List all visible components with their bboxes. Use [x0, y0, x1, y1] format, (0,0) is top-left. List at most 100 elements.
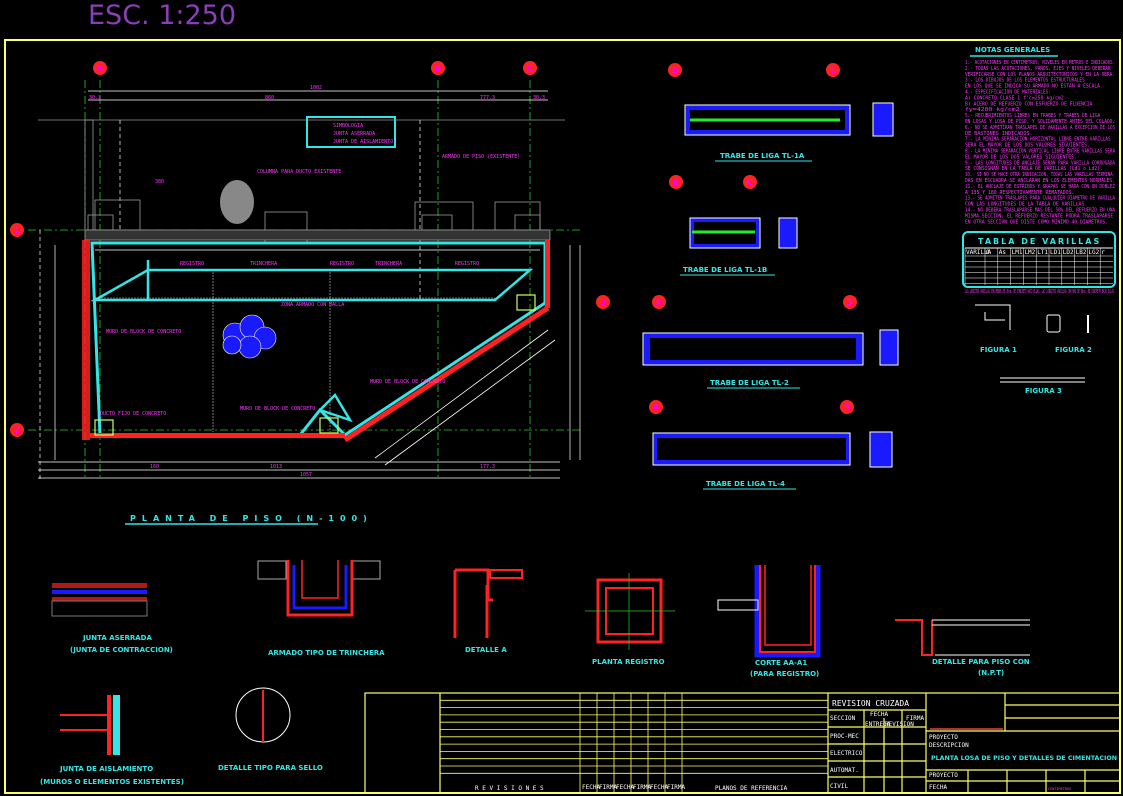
dimension-lines	[38, 90, 581, 480]
note-line: 11.- EL ANCLAJE DE ESTRIBOS Y GRAPAS SE …	[965, 184, 1115, 190]
detail-title: DETALLE PARA PISO CON	[932, 658, 1030, 666]
detail-title: PLANTA REGISTRO	[592, 658, 665, 666]
grid-bubble-3: 3	[596, 295, 610, 309]
detail-planta-registro: PLANTA REGISTRO	[585, 573, 675, 666]
dim-text: 777.3	[480, 95, 495, 101]
figure-title: FIGURA 3	[1025, 387, 1062, 395]
revisiones-label: R E V I S I O N E S	[475, 785, 544, 792]
table-header: LG2	[1088, 249, 1099, 256]
beam-title: TRABE DE LIGA TL-4	[706, 480, 785, 488]
detail-sello: DETALLE TIPO PARA SELLO	[218, 687, 323, 772]
plan-label: COLUMNA PARA DUCTO EXISTENTE	[257, 169, 341, 175]
detail-title: JUNTA DE AISLAMIENTO	[59, 765, 153, 773]
notes-title: NOTAS GENERALES	[975, 46, 1050, 54]
row-label: PROC-MEC	[830, 733, 859, 740]
grid-bubble-C: C	[523, 61, 537, 75]
svg-text:C: C	[747, 178, 753, 187]
detail-subtitle: (MUROS O ELEMENTOS EXISTENTES)	[40, 778, 184, 786]
detail-junta-aislamiento: JUNTA DE AISLAMIENTO (MUROS O ELEMENTOS …	[40, 695, 184, 786]
note-line: 7.- LA MINIMA SEPARACION HORIZONTAL LIBR…	[965, 137, 1111, 143]
svg-text:2: 2	[14, 426, 20, 435]
revision-column-label: FECHA	[616, 784, 634, 791]
note-line: DE BASTONES INDICADOS.	[965, 131, 1033, 137]
revision-column-label: FIRMA	[599, 784, 617, 791]
row-label: AUTOMAT.	[830, 767, 859, 774]
note-line: CON LAS LONGITUDES DE LA TABLA DE VARILL…	[965, 202, 1087, 208]
fecha-sub-label: REVISION	[885, 721, 914, 728]
note-line: 5.- RECUBRIMIENTOS LIBRES EN TRABES Y TR…	[965, 113, 1100, 119]
note-line: B) ACERO DE REFUERZO CON ESFUERZO DE FLU…	[965, 101, 1092, 107]
plan-label: ZONA ARMADO CON MALLA	[281, 302, 344, 308]
svg-text:B: B	[673, 178, 679, 187]
note-line: 6.- NO SE ADMITIRAN TRASLAPES DE VARILLA…	[965, 125, 1115, 131]
wall	[90, 433, 345, 438]
note-line: 2.- TODAS LAS ACOTACIONES, PAÑOS, EJES Y…	[965, 65, 1111, 72]
dim-text: 1057	[300, 472, 312, 478]
drawing-description: PLANTA LOSA DE PISO Y DETALLES DE CIMENT…	[931, 755, 1117, 762]
svg-text:B: B	[435, 64, 441, 73]
detail-title: CORTE AA-A1	[755, 659, 807, 667]
revision-column-label: FIRMA	[633, 784, 651, 791]
table-header: LT1	[1037, 249, 1048, 256]
note-line: SERA EL MAYOR DE LOS DOS VALORES SIGUIEN…	[965, 143, 1090, 149]
note-line: fy=4200 kg/cm2	[965, 107, 1020, 113]
detail-piso: DETALLE PARA PISO CON (N.P.T)	[895, 619, 1030, 677]
figure-title: FIGURA 1	[980, 346, 1017, 354]
svg-text:C: C	[830, 66, 836, 75]
legend-item: JUNTA DE AISLAMIENTO	[333, 139, 393, 145]
figures: FIGURA 1 FIGURA 2 FIGURA 3	[975, 304, 1092, 395]
revision-title: REVISION CRUZADA	[832, 699, 909, 708]
table-header: As	[999, 249, 1007, 256]
beam-title: TRABE DE LIGA TL-2	[710, 379, 789, 387]
dim-text: 1013	[270, 464, 282, 470]
note-line: EN LOS QUE SE INDICA SU ARMADO NO ESTAN …	[965, 84, 1103, 90]
scale-label: ESC. 1:250	[88, 0, 236, 31]
planos-referencia-label: PLANOS DE REFERENCIA	[715, 785, 788, 792]
note-line: 13.- SE ADMITEN TRASLAPES PARA CUALQUIER…	[965, 196, 1115, 202]
row-label: ELECTRICO	[830, 750, 863, 757]
note-line: 1.- ACOTACIONES EN CENTIMETROS, NIVELES …	[965, 60, 1115, 66]
beam-title: TRABE DE LIGA TL-1B	[683, 266, 767, 274]
note-line: SE CONSIGNAN EN LA TABLA DE VARILLAS (Ld…	[965, 166, 1103, 172]
note-line: DAS EN ESCUADRA SE ANCLARAN EN LOS ELEME…	[965, 178, 1115, 184]
table-header: Ø	[986, 249, 990, 256]
proyecto-label: PROYECTO	[929, 734, 958, 741]
plan-label: REGISTRO	[330, 261, 354, 267]
seccion-label: SECCION	[830, 715, 856, 722]
beam-tl2: A 3 TRABE DE LIGA TL-2	[642, 295, 899, 389]
revision-column-label: FIRMA	[667, 784, 685, 791]
svg-text:1: 1	[14, 226, 20, 235]
legend-box	[306, 116, 396, 148]
plan-label: MURO DE BLOCK DE CONCRETO	[106, 329, 181, 335]
note-line: 3.- LOS DIBUJOS DE LOS ELEMENTOS ESTRUCT…	[965, 78, 1085, 84]
table-header: VARILLA	[966, 249, 992, 256]
dim-text: 380	[155, 179, 164, 185]
svg-text:A: A	[653, 403, 660, 412]
svg-text:3: 3	[600, 298, 606, 307]
svg-text:C: C	[527, 64, 533, 73]
plan-title: PLANTA DE PISO (N-100)	[130, 514, 373, 523]
fecha-label: FECHA	[870, 711, 888, 718]
plan-label: ARMADO DE PISO (EXISTENTE)	[442, 154, 520, 160]
detail-title: JUNTA ASERRADA	[82, 634, 152, 642]
detail-title: ARMADO TIPO DE TRINCHERA	[268, 649, 385, 657]
wall	[545, 240, 550, 308]
row-label: CIVIL	[830, 783, 848, 790]
saw-joints	[95, 272, 495, 432]
detail-subtitle: (N.P.T)	[978, 669, 1004, 677]
table-title: TABLA DE VARILLAS	[978, 237, 1101, 246]
dim-text: 177.3	[480, 464, 495, 470]
plan-label: MURO DE BLOCK DE CONCRETO	[240, 406, 315, 412]
note-line: A 135 Y 180 RESPECTIVAMENTE REMATADOS.	[965, 190, 1074, 196]
bottom-label: FECHA	[929, 784, 947, 791]
plan-label: REGISTRO	[180, 261, 204, 267]
detail-subtitle: (PARA REGISTRO)	[750, 670, 819, 678]
grid-bubble-1: 1	[10, 223, 24, 237]
floor-plan: 1002 860 777.3 30.3 30.3 380 1057 160 10…	[10, 61, 610, 525]
note-line: EL MAYOR DE LOS DOS VALORES SIGUIENTES.	[965, 154, 1077, 160]
legend-title: SIMBOLOGIA	[333, 123, 363, 129]
svg-text:3: 3	[847, 298, 853, 307]
svg-text:3: 3	[844, 403, 850, 412]
